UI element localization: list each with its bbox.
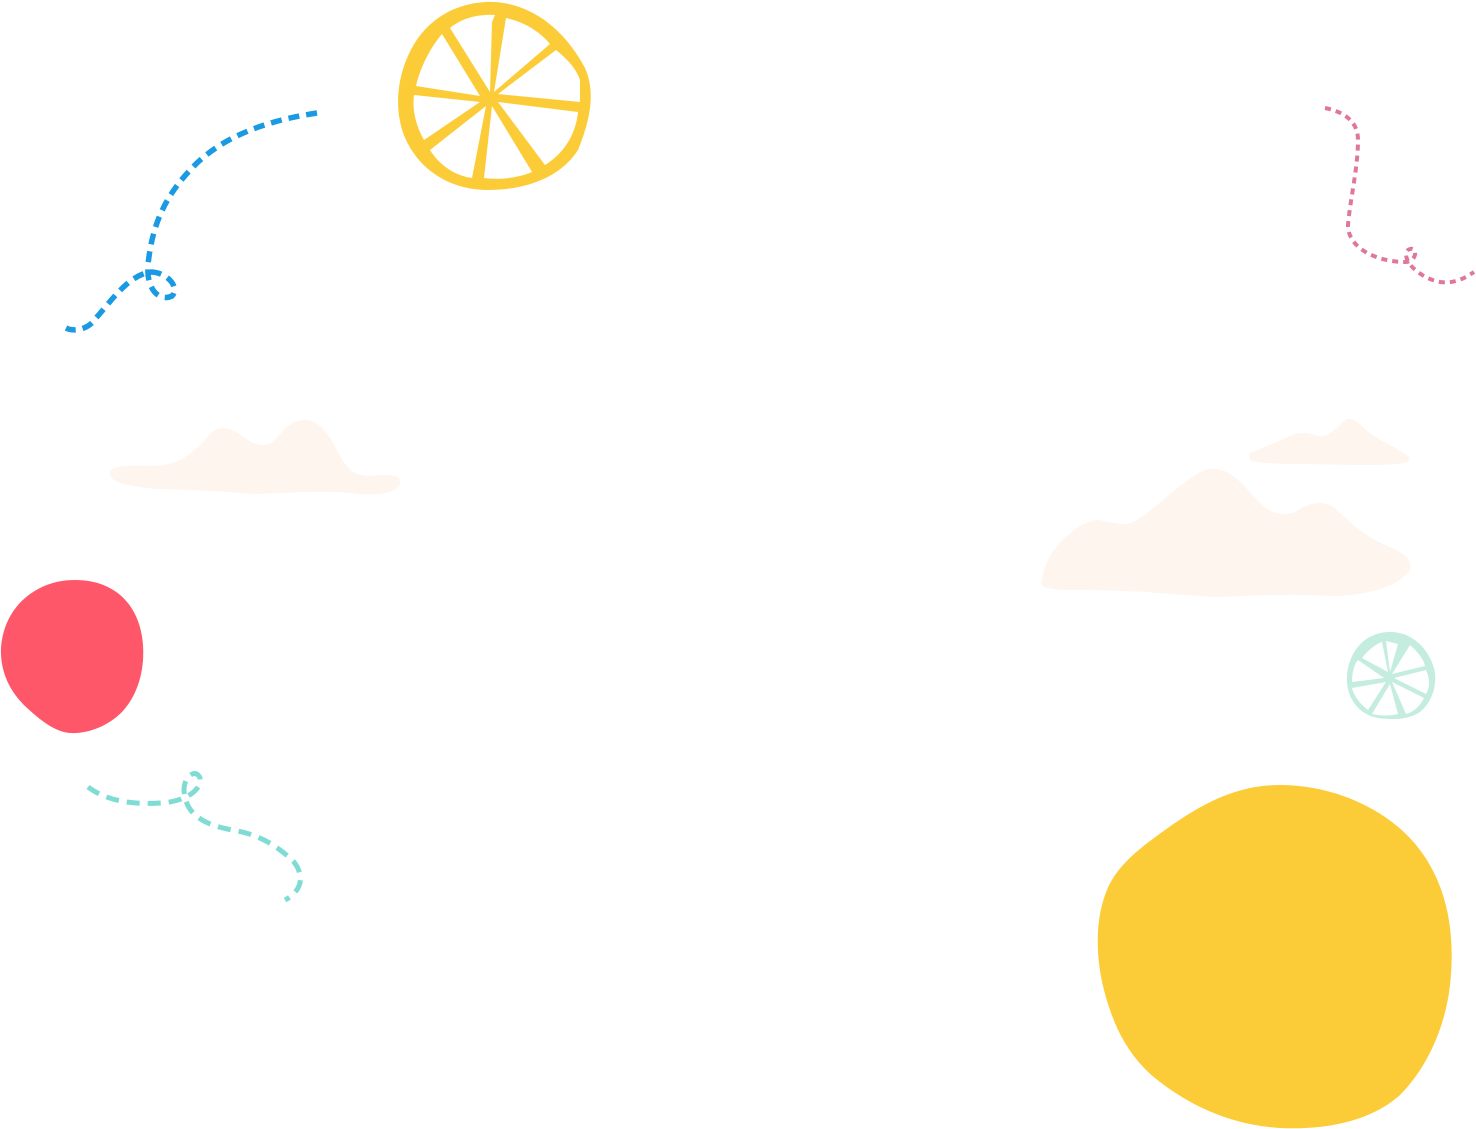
large-lemon-slice-icon bbox=[398, 1, 591, 191]
cloud-right-small-icon bbox=[1249, 418, 1410, 465]
cloud-left-icon bbox=[109, 420, 401, 495]
dashed-path-teal-icon bbox=[86, 771, 303, 903]
dashed-path-blue-icon bbox=[64, 110, 318, 333]
small-lemon-slice-icon bbox=[1346, 632, 1436, 720]
yellow-blob-shape bbox=[1097, 785, 1452, 1129]
red-blob-shape bbox=[0, 580, 144, 734]
cloud-right-large-icon bbox=[1041, 468, 1411, 597]
dashed-path-pink-icon bbox=[1324, 106, 1476, 285]
